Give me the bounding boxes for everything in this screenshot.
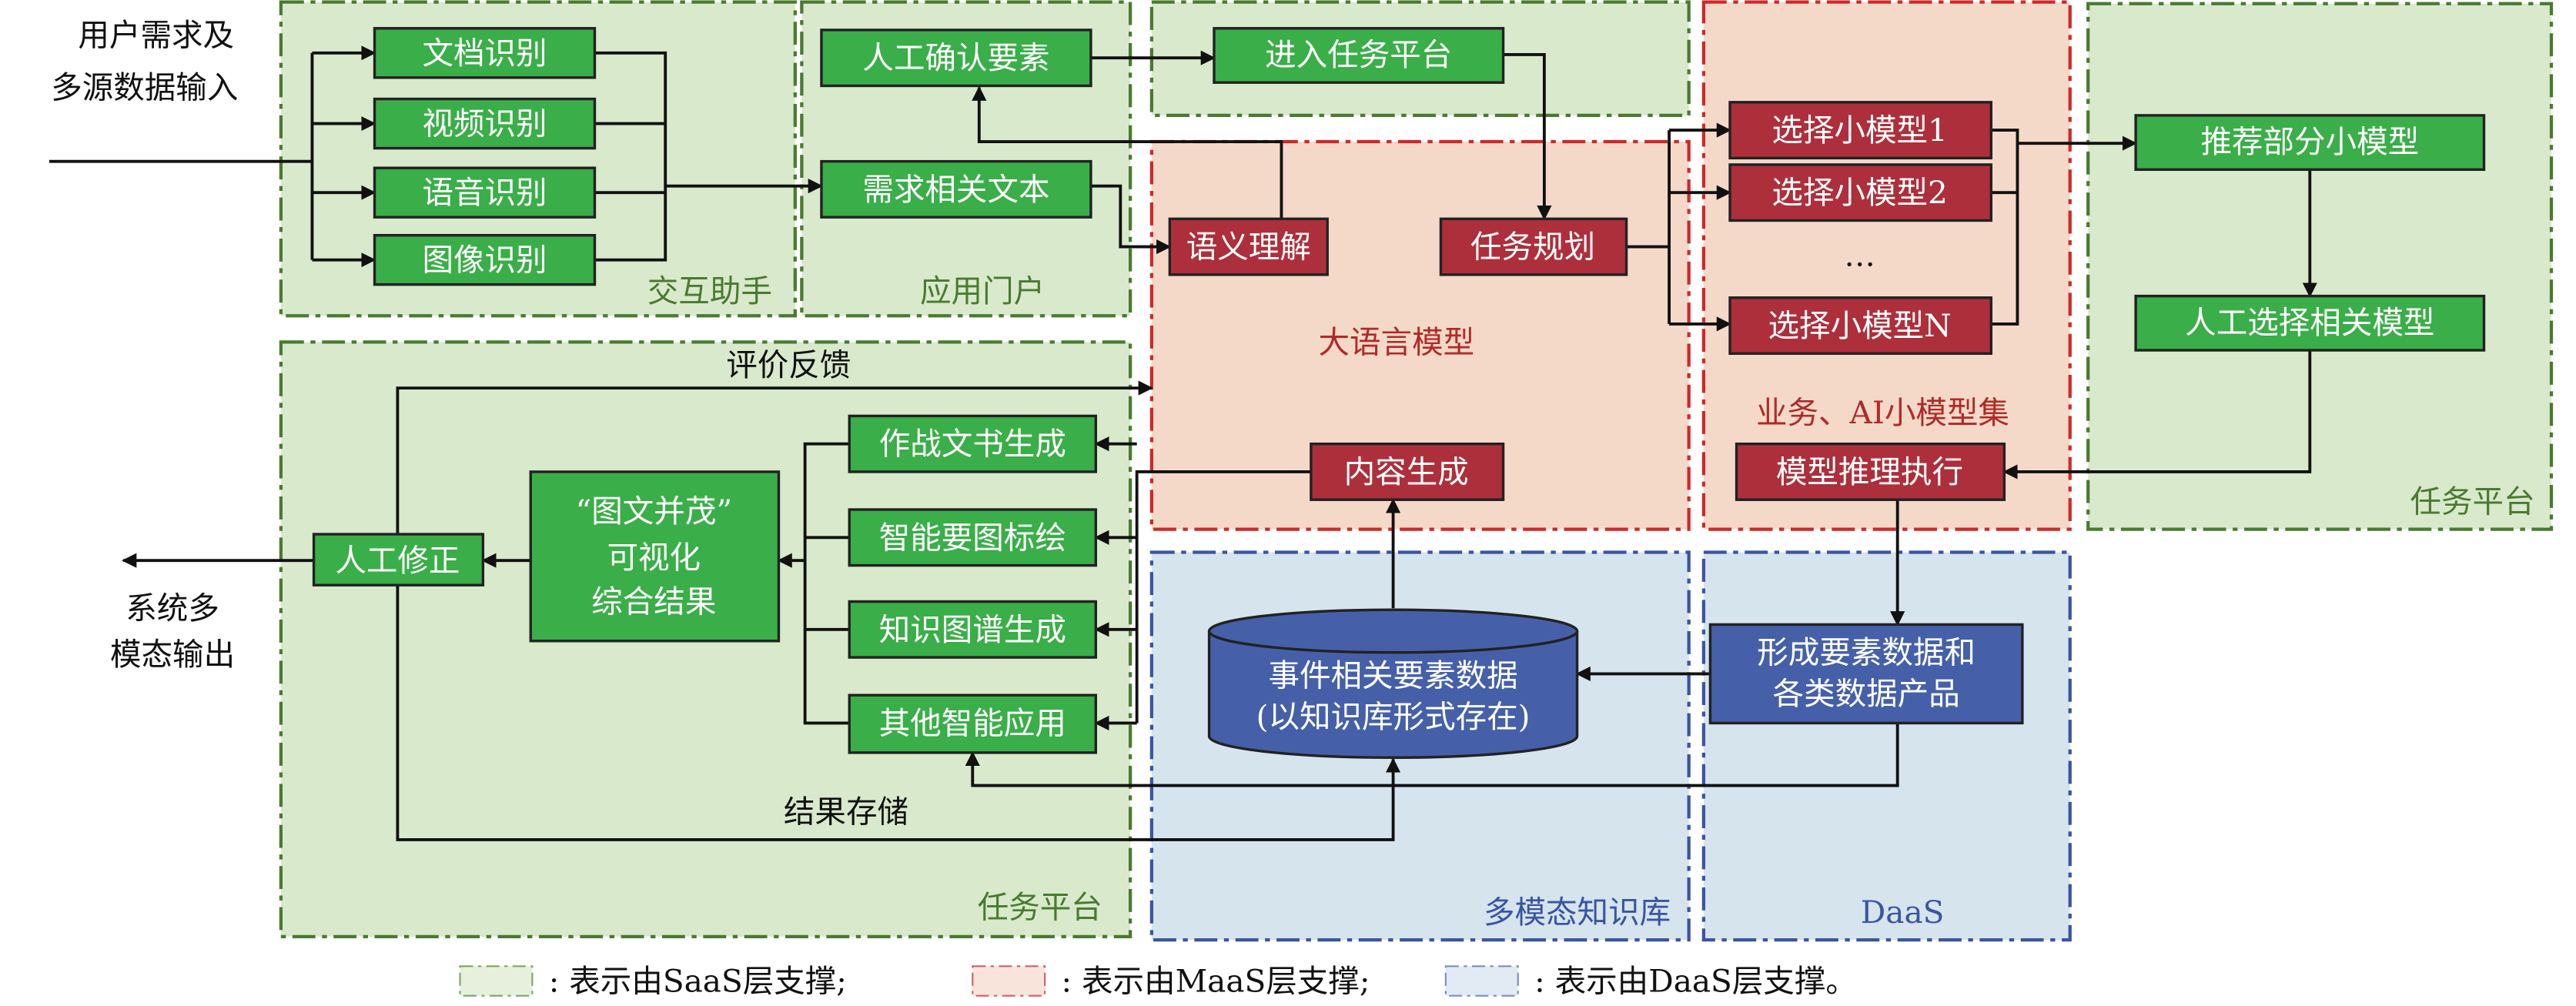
database-label: (以知识库形式存在) <box>1256 698 1531 735</box>
label-daas: DaaS <box>1861 894 1945 931</box>
box-label: 选择小模型N <box>1768 307 1952 344</box>
select-model-2[interactable]: 选择小模型2 <box>1728 163 1993 222</box>
box-label: 进入任务平台 <box>1265 36 1452 73</box>
box-label: 选择小模型2 <box>1771 174 1947 211</box>
box-label: 人工修正 <box>335 542 460 579</box>
box-label: 人工确认要素 <box>862 39 1049 76</box>
semantic-understanding-box[interactable]: 语义理解 <box>1168 217 1329 276</box>
box-label: 语音识别 <box>422 174 547 211</box>
box-label: 人工选择相关模型 <box>2185 304 2434 341</box>
label-task-platform-bottom: 任务平台 <box>978 888 1102 925</box>
select-model-ellipsis: … <box>1844 236 1875 273</box>
region-small-models <box>1701 0 2072 531</box>
knowledge-database-cylinder[interactable]: 事件相关要素数据 (以知识库形式存在) <box>1207 608 1579 759</box>
label-knowledge-base: 多模态知识库 <box>1484 894 1671 931</box>
box-label: 需求相关文本 <box>862 171 1049 208</box>
manual-fix-box[interactable]: 人工修正 <box>312 533 485 587</box>
connectors <box>49 45 2317 841</box>
box-label: 可视化 <box>607 539 701 576</box>
legend-daas-text: : 表示由DaaS层支撑。 <box>1534 962 1857 999</box>
recommend-models-box[interactable]: 推荐部分小模型 <box>2134 114 2486 172</box>
feedback-label: 评价反馈 <box>726 346 851 383</box>
label-task-platform-right: 任务平台 <box>2410 483 2535 520</box>
select-model-1[interactable]: 选择小模型1 <box>1728 101 1993 160</box>
enter-platform-box[interactable]: 进入任务平台 <box>1213 27 1505 84</box>
box-label: 各类数据产品 <box>1773 675 1960 712</box>
legend-saas-swatch <box>459 965 534 997</box>
box-label: 智能要图标绘 <box>879 519 1066 556</box>
box-label: 形成要素数据和 <box>1757 634 1975 671</box>
box-label: 作战文书生成 <box>879 426 1066 463</box>
label-small-models: 业务、AI小模型集 <box>1756 394 2009 431</box>
region-daas <box>1701 550 2072 942</box>
select-model-n[interactable]: 选择小模型N <box>1728 296 1993 356</box>
box-label: 语义理解 <box>1186 229 1311 266</box>
input-label-line2: 多源数据输入 <box>51 69 238 106</box>
box-label: 任务规划 <box>1470 229 1595 266</box>
recognition-video[interactable]: 视频识别 <box>373 97 597 150</box>
database-label: 事件相关要素数据 <box>1268 657 1517 694</box>
recognition-speech[interactable]: 语音识别 <box>373 166 597 219</box>
label-app-portal: 应用门户 <box>920 272 1045 309</box>
box-label: 选择小模型1 <box>1771 112 1947 149</box>
box-label: 综合结果 <box>591 583 716 620</box>
model-inference-box[interactable]: 模型推理执行 <box>1735 442 2006 501</box>
box-label: 其他智能应用 <box>879 704 1066 741</box>
legend-maas-text: : 表示由MaaS层支撑; <box>1062 962 1370 999</box>
output-label-line2: 模态输出 <box>110 636 235 673</box>
output-label-line1: 系统多 <box>125 590 219 627</box>
legend-maas-swatch <box>972 965 1046 997</box>
label-llm: 大语言模型 <box>1319 323 1475 360</box>
storage-label: 结果存储 <box>784 794 908 831</box>
requirement-text-box[interactable]: 需求相关文本 <box>820 159 1092 219</box>
app-map-plotting[interactable]: 智能要图标绘 <box>848 508 1098 567</box>
recognition-document[interactable]: 文档识别 <box>373 27 597 79</box>
content-generation-box[interactable]: 内容生成 <box>1310 442 1505 501</box>
box-label: 模型推理执行 <box>1776 453 1963 490</box>
recognition-image[interactable]: 图像识别 <box>373 233 597 286</box>
daas-products-box[interactable]: 形成要素数据和 各类数据产品 <box>1708 623 2024 725</box>
manual-confirm-box[interactable]: 人工确认要素 <box>820 28 1092 88</box>
app-other-intelligent[interactable]: 其他智能应用 <box>848 694 1098 754</box>
box-label: 内容生成 <box>1344 453 1469 490</box>
box-label: 知识图谱生成 <box>879 611 1066 648</box>
label-interaction-assistant: 交互助手 <box>647 272 772 309</box>
box-label: “图文并茂” <box>576 493 733 530</box>
box-label: 图像识别 <box>422 242 547 279</box>
box-label: 视频识别 <box>422 105 547 142</box>
legend-daas-swatch <box>1444 965 1519 997</box>
visual-result-box[interactable]: “图文并茂” 可视化 综合结果 <box>529 470 781 643</box>
legend-saas-text: : 表示由SaaS层支撑; <box>549 962 847 999</box>
manual-select-models-box[interactable]: 人工选择相关模型 <box>2134 294 2486 352</box>
box-label: 推荐部分小模型 <box>2200 123 2419 160</box>
input-label-line1: 用户需求及 <box>78 16 234 53</box>
legend: : 表示由SaaS层支撑; : 表示由MaaS层支撑; : 表示由DaaS层支撑… <box>459 962 1857 999</box>
app-knowledge-graph[interactable]: 知识图谱生成 <box>848 600 1098 659</box>
task-planning-box[interactable]: 任务规划 <box>1439 217 1628 276</box>
app-document-generation[interactable]: 作战文书生成 <box>848 414 1098 473</box>
box-label: 文档识别 <box>422 35 547 72</box>
region-task-platform-right <box>2086 2 2554 531</box>
